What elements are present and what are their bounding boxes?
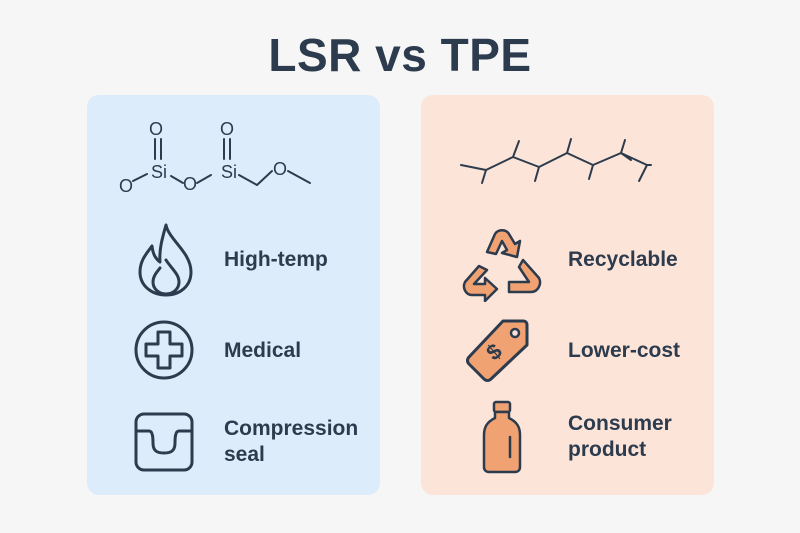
feature-compression-seal: Compression seal [87, 405, 380, 480]
feature-lower-cost: $ Lower-cost [421, 315, 714, 387]
feature-high-temp: High-temp [87, 220, 380, 300]
oxygen-atom-label: O [119, 176, 133, 196]
feature-recyclable: Recyclable [421, 220, 714, 302]
feature-label: Compression seal [224, 417, 359, 466]
feature-medical: Medical [87, 315, 380, 387]
polymer-chain-diagram [460, 138, 652, 184]
flame-icon [138, 223, 193, 297]
medical-cross-icon [134, 320, 194, 380]
tpe-panel: Recyclable $ Lower-cost Consumer product [421, 95, 714, 495]
lsr-panel: O Si O O O Si O High-temp Medical Compre… [87, 95, 380, 495]
page-title: LSR vs TPE [268, 29, 532, 81]
feature-consumer-product: Consumer product [421, 395, 714, 480]
oxygen-atom-label: O [273, 159, 287, 179]
feature-label: Medical [224, 339, 302, 362]
recycle-icon [462, 229, 542, 302]
price-tag-icon: $ [466, 319, 529, 382]
silicon-atom-label: Si [151, 162, 167, 182]
feature-label: Consumer product [568, 412, 672, 461]
bottle-icon [482, 400, 522, 474]
feature-label: High-temp [224, 248, 328, 271]
feature-label: Recyclable [568, 248, 678, 271]
oxygen-atom-label: O [220, 119, 234, 139]
oxygen-atom-label: O [149, 119, 163, 139]
siloxane-structure-diagram: O Si O O O Si O [119, 119, 311, 196]
oxygen-atom-label: O [183, 174, 197, 194]
silicon-atom-label: Si [221, 162, 237, 182]
compression-seal-icon [134, 412, 194, 472]
feature-label: Lower-cost [568, 339, 681, 362]
